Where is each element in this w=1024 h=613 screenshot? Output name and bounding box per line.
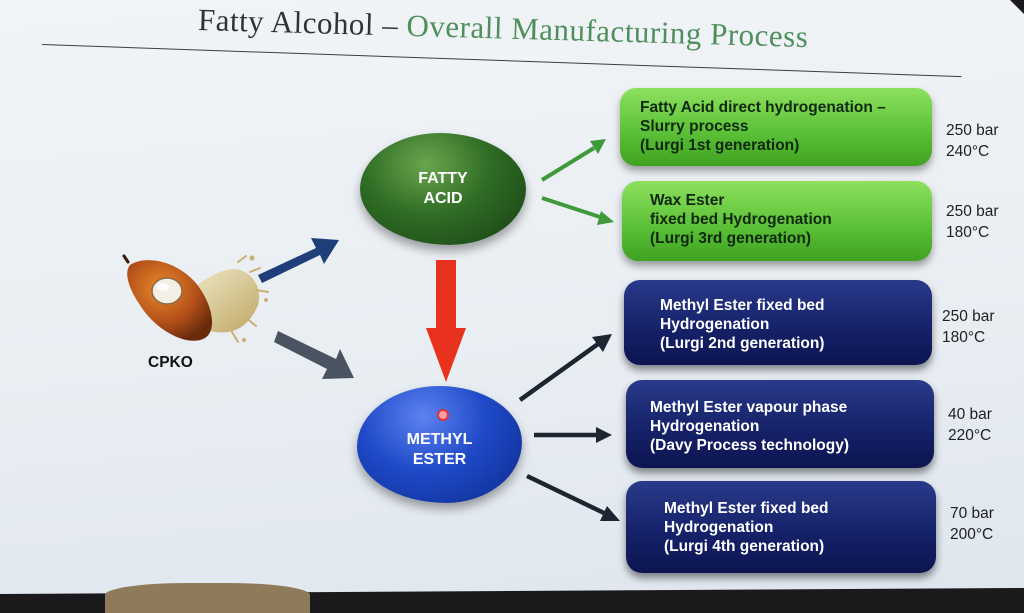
process-1-line2: Slurry process [640,118,749,135]
process-1-conditions: 250 bar 240°C [946,120,999,162]
process-5-pressure: 70 bar [950,505,994,522]
arrow-fatty-acid-to-methyl-ester [426,260,466,382]
node-methyl-ester: METHYL ESTER [357,386,522,503]
process-5-line1: Methyl Ester fixed bed [664,500,829,517]
process-2-pressure: 250 bar [946,203,999,220]
process-3-line1: Methyl Ester fixed bed [660,297,825,314]
process-2-line2: fixed bed Hydrogenation [650,211,832,228]
process-3-temperature: 180°C [942,329,986,346]
process-box-2: Wax Ester fixed bed Hydrogenation (Lurgi… [622,181,932,261]
process-4-conditions: 40 bar 220°C [948,404,992,446]
process-1-pressure: 250 bar [946,122,999,139]
process-box-3: Methyl Ester fixed bed Hydrogenation (Lu… [624,280,932,365]
process-3-line3: (Lurgi 2nd generation) [660,335,825,352]
process-2-temperature: 180°C [946,224,990,241]
process-3-line2: Hydrogenation [660,316,770,333]
process-box-4: Methyl Ester vapour phase Hydrogenation … [626,380,934,468]
node-fatty-acid-line1: FATTY [418,170,468,187]
process-4-temperature: 220°C [948,427,992,444]
process-4-pressure: 40 bar [948,406,992,423]
process-5-line2: Hydrogenation [664,519,774,536]
arrow-methyl-ester-to-process-5 [526,473,620,521]
node-fatty-acid: FATTY ACID [360,133,526,245]
process-2-line1: Wax Ester [650,192,725,209]
process-3-conditions: 250 bar 180°C [942,306,995,348]
arrow-cpko-to-methyl-ester [274,331,354,379]
foreground-table-edge [105,583,310,613]
process-1-line3: (Lurgi 1st generation) [640,137,800,154]
process-4-line3: (Davy Process technology) [650,437,849,454]
process-4-line2: Hydrogenation [650,418,760,435]
laser-pointer-dot [437,409,449,421]
palm-kernel-oil-splash-icon [122,254,269,343]
diagram-arrows [122,139,620,521]
process-5-line3: (Lurgi 4th generation) [664,538,825,555]
arrow-fatty-acid-to-process-2 [541,196,614,225]
node-methyl-ester-line2: ESTER [412,450,467,468]
node-methyl-ester-line1: METHYL [406,430,473,448]
process-box-5: Methyl Ester fixed bed Hydrogenation (Lu… [626,481,936,573]
process-5-temperature: 200°C [950,526,994,543]
process-4-line1: Methyl Ester vapour phase [650,399,848,416]
process-5-conditions: 70 bar 200°C [950,503,994,545]
process-1-line1: Fatty Acid direct hydrogenation – [640,99,886,116]
node-fatty-acid-line2: ACID [423,190,463,207]
source-label: CPKO [148,354,193,371]
arrow-fatty-acid-to-process-1 [540,139,606,182]
process-3-pressure: 250 bar [942,308,995,325]
process-2-line3: (Lurgi 3rd generation) [650,230,812,247]
process-1-temperature: 240°C [946,143,990,160]
arrow-methyl-ester-to-process-4 [534,427,612,443]
process-2-conditions: 250 bar 180°C [946,201,999,243]
process-box-1: Fatty Acid direct hydrogenation – Slurry… [620,88,932,166]
arrow-methyl-ester-to-process-3 [518,334,612,402]
arrow-cpko-to-fatty-acid [258,238,339,283]
